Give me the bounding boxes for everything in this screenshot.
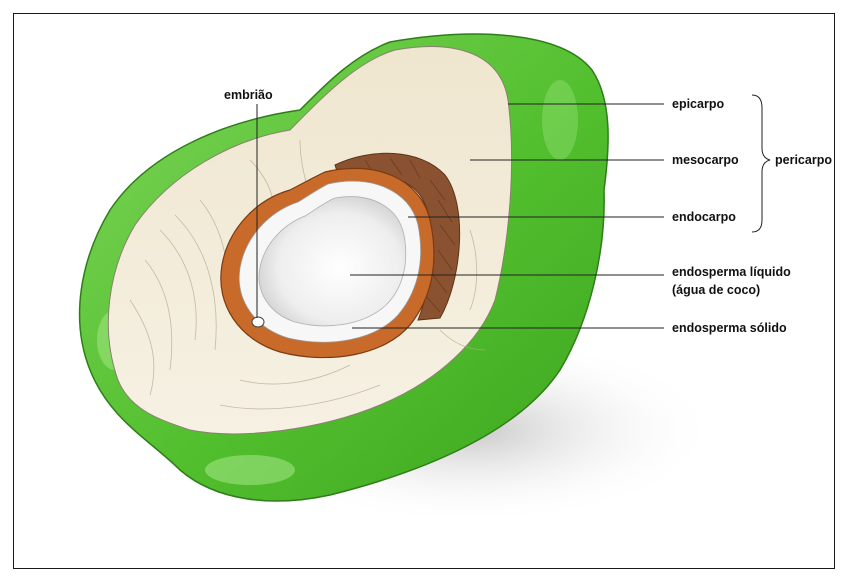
embryo xyxy=(252,317,264,327)
label-epicarpo: epicarpo xyxy=(672,97,724,111)
label-pericarpo: pericarpo xyxy=(775,153,832,167)
epicarp-highlight xyxy=(205,455,295,485)
label-endosperma-liquido: endosperma líquido xyxy=(672,265,791,279)
label-endocarpo: endocarpo xyxy=(672,210,736,224)
label-mesocarpo: mesocarpo xyxy=(672,153,739,167)
pericarp-brace xyxy=(752,95,770,232)
label-endosperma-solido: endosperma sólido xyxy=(672,321,787,335)
epicarp-highlight xyxy=(542,80,578,160)
label-embriao: embrião xyxy=(224,88,273,102)
label-agua-de-coco: (água de coco) xyxy=(672,283,760,297)
